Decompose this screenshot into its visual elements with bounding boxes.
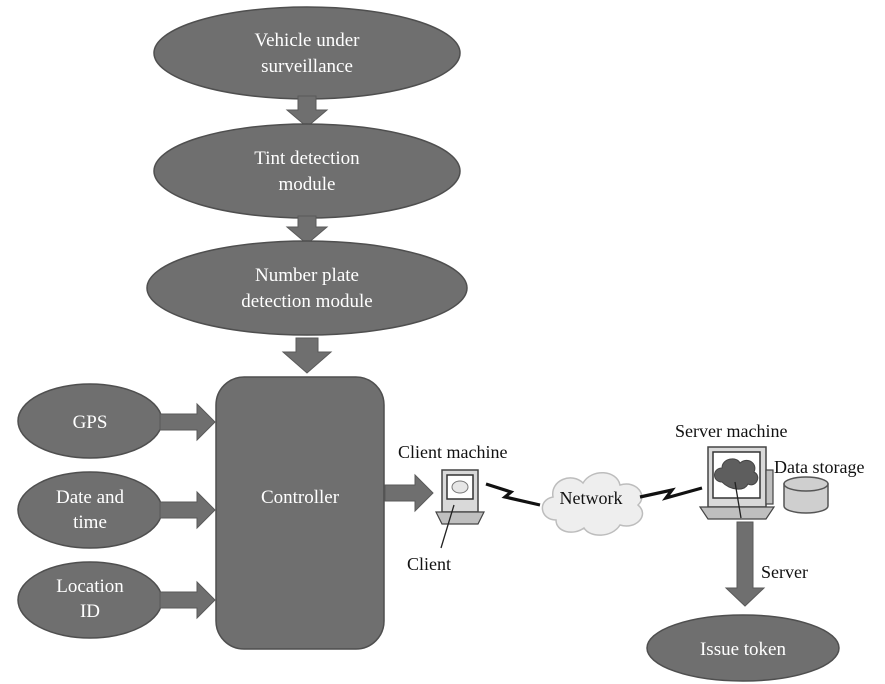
tint-detection-node: Tint detection module: [153, 123, 461, 219]
vehicle-node: Vehicle under surveillance: [153, 6, 461, 100]
data-storage-label: Data storage: [774, 457, 864, 477]
plate-label-line1: Number plate: [255, 265, 359, 286]
arrow-server-to-token: [724, 521, 766, 607]
datetime-label-line2: time: [73, 512, 107, 533]
server-machine-label: Server machine: [675, 421, 787, 441]
location-label-line1: Location: [56, 576, 124, 597]
controller-label: Controller: [261, 487, 340, 508]
server-pointer-line: [734, 481, 742, 519]
client-pointer-line: [440, 504, 455, 549]
issue-token-node: Issue token: [646, 614, 840, 682]
arrow-datetime-to-controller: [159, 490, 216, 530]
datetime-label-line1: Date and: [56, 487, 125, 508]
arrow-controller-to-client: [384, 473, 434, 513]
date-time-node: Date and time: [17, 471, 163, 549]
arrow-vehicle-to-tint: [285, 95, 329, 128]
arrow-plate-to-controller: [281, 337, 333, 374]
client-machine-label: Client machine: [398, 442, 507, 462]
gps-node: GPS: [17, 383, 163, 459]
vehicle-label-line1: Vehicle under: [255, 30, 361, 51]
client-label: Client: [407, 554, 451, 574]
controller-node: Controller: [215, 376, 385, 650]
arrow-gps-to-controller: [159, 402, 216, 442]
arrow-location-to-controller: [159, 580, 216, 620]
client-network-link: [485, 482, 541, 507]
plate-label-line2: detection module: [241, 291, 372, 312]
tint-label-line1: Tint detection: [254, 148, 360, 169]
number-plate-node: Number plate detection module: [146, 240, 468, 336]
tint-label-line2: module: [279, 174, 336, 195]
client-computer-icon: [435, 469, 485, 525]
gps-label: GPS: [73, 412, 108, 433]
server-computer-icon: [698, 446, 776, 520]
network-label: Network: [560, 488, 623, 508]
network-server-link: [639, 486, 703, 501]
issue-token-label: Issue token: [700, 639, 787, 660]
server-label: Server: [761, 562, 808, 582]
location-id-node: Location ID: [17, 561, 163, 639]
data-storage-icon: [783, 476, 829, 514]
location-label-line2: ID: [80, 601, 100, 622]
vehicle-label-line2: surveillance: [261, 56, 353, 77]
network-cloud-icon: [541, 472, 644, 536]
arrow-tint-to-plate: [285, 215, 329, 245]
